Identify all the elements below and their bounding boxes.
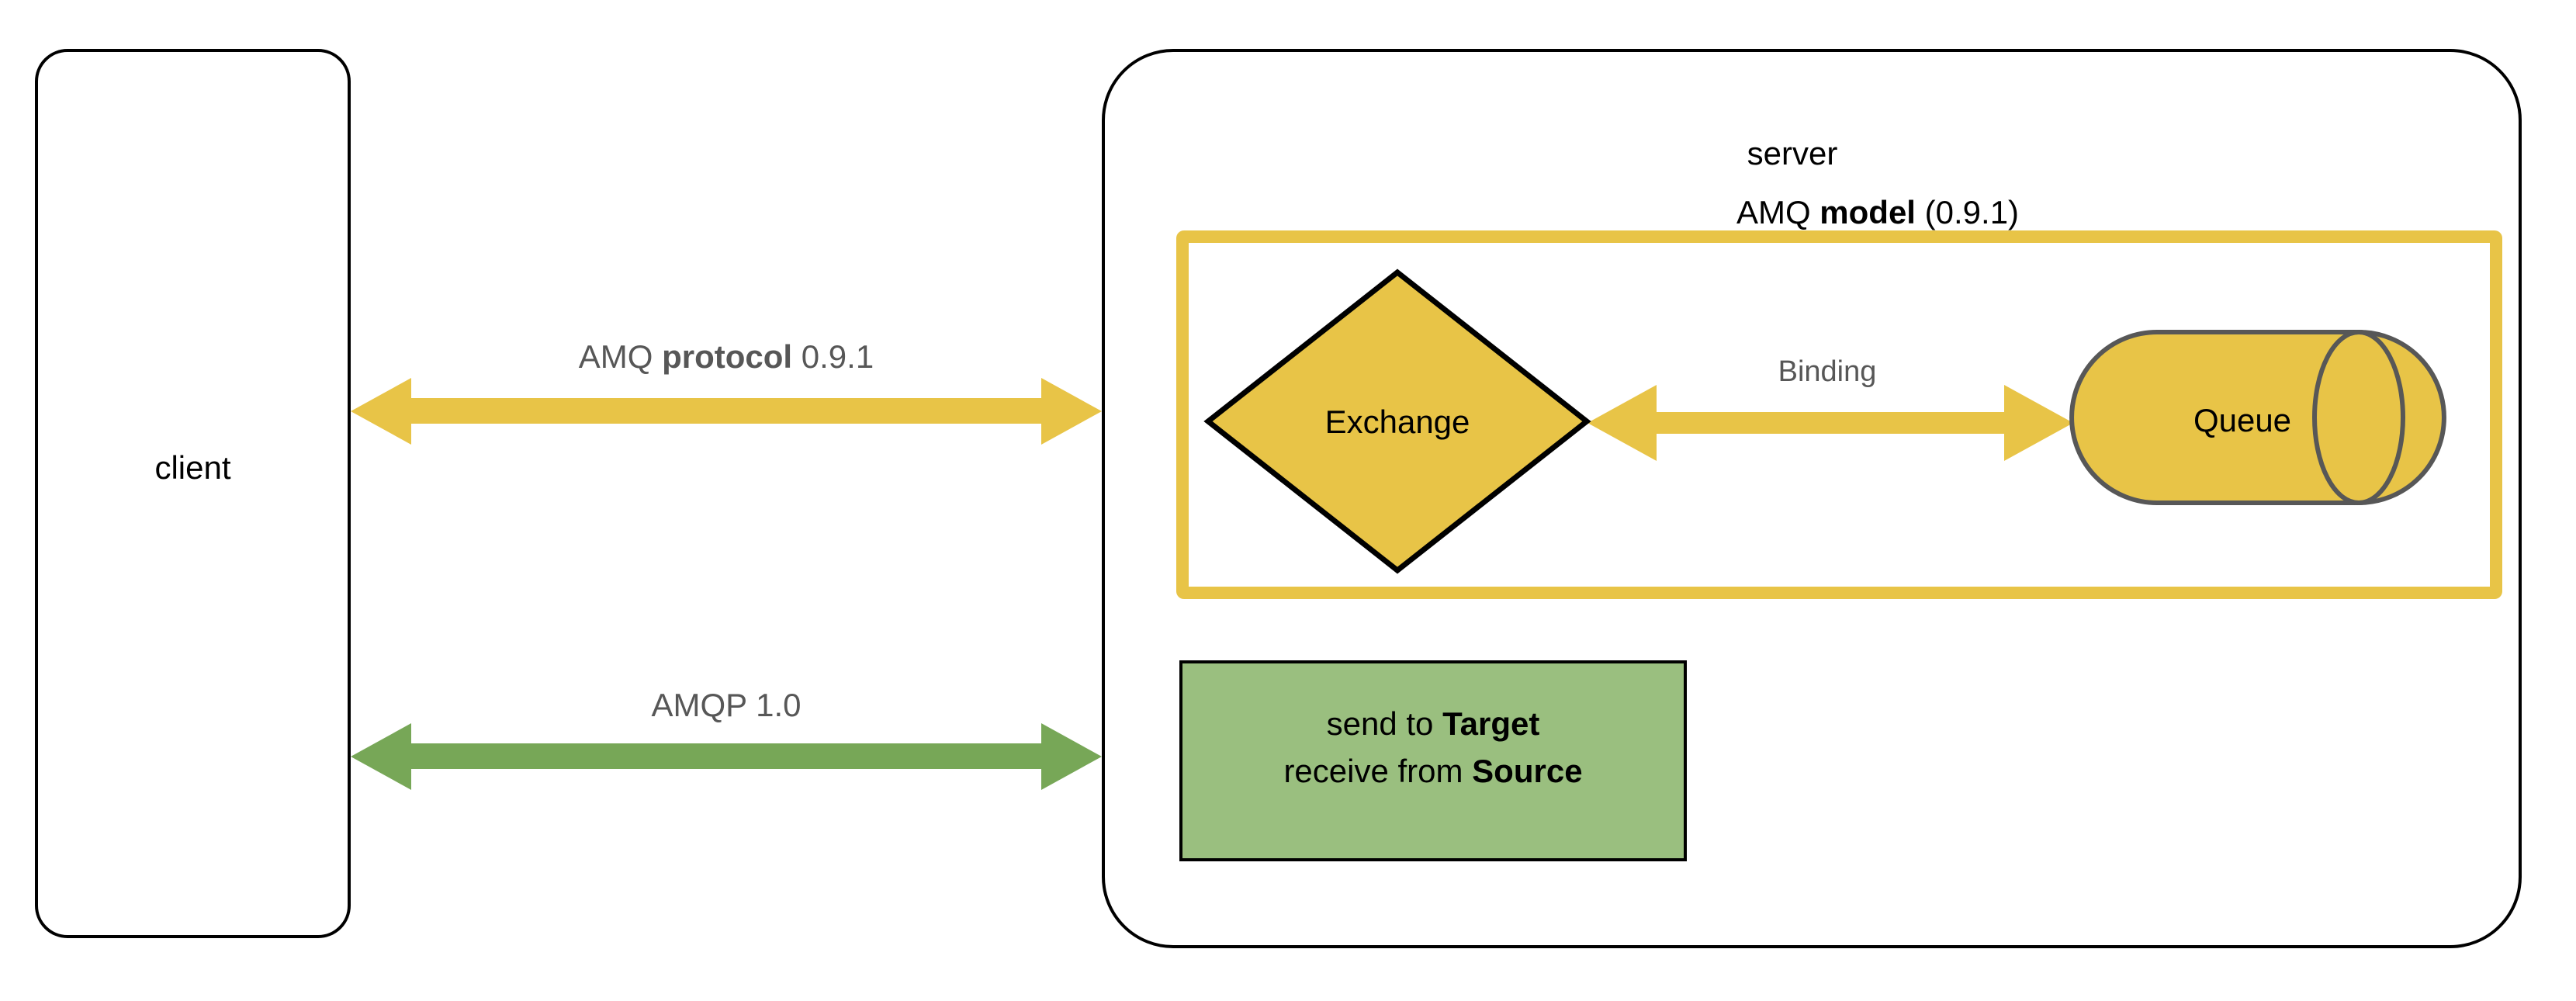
binding-arrow-head-right xyxy=(2004,385,2073,461)
amq-model-label-prefix: AMQ xyxy=(1736,194,1820,230)
amq-protocol-label-bold: protocol xyxy=(662,338,793,375)
binding-arrow-shaft xyxy=(1653,412,2041,434)
amq-model-label-bold: model xyxy=(1819,194,1916,230)
binding-label: Binding xyxy=(1778,355,1877,388)
client-container xyxy=(35,49,351,938)
amqp-10-arrow-head-right xyxy=(1041,723,1102,790)
amqp-10-arrow-head-left xyxy=(351,723,411,790)
amqp-10-semantics-line-1: send to Target xyxy=(1179,701,1687,748)
client-label: client xyxy=(154,449,231,486)
amq-protocol-label-prefix: AMQ xyxy=(578,338,663,375)
amq-model-frame xyxy=(1176,230,2502,599)
amqp-10-semantics-line-2-prefix: receive from xyxy=(1283,752,1473,789)
amq-protocol-arrow-head-right xyxy=(1041,378,1102,445)
amqp-10-label: AMQP 1.0 xyxy=(651,687,802,723)
server-label: server xyxy=(1747,135,1838,171)
amq-protocol-arrow-shaft xyxy=(410,398,1043,424)
amq-protocol-arrow-head-left xyxy=(351,378,411,445)
amqp-10-semantics-line-2-bold: Source xyxy=(1472,752,1583,789)
amq-protocol-arrow xyxy=(351,378,1102,445)
amqp-10-arrow-shaft xyxy=(410,743,1043,769)
amq-model-label-suffix: (0.9.1) xyxy=(1915,194,2020,230)
binding-arrow xyxy=(1587,385,2073,461)
amqp-10-semantics-text: send to Target receive from Source xyxy=(1179,701,1687,795)
amq-protocol-label-suffix: 0.9.1 xyxy=(792,338,874,375)
exchange-diamond xyxy=(1203,268,1591,574)
exchange-label: Exchange xyxy=(1324,404,1470,440)
amqp-10-semantics-line-2: receive from Source xyxy=(1179,748,1687,795)
amqp-10-semantics-box xyxy=(1179,660,1687,861)
amq-protocol-label: AMQ protocol 0.9.1 xyxy=(493,338,959,376)
amqp-10-semantics-line-1-prefix: send to xyxy=(1326,705,1443,742)
amqp-10-semantics-line-1-bold: Target xyxy=(1442,705,1540,742)
queue-label: Queue xyxy=(2193,402,2292,438)
queue-cylinder xyxy=(2069,330,2446,505)
queue-cylinder-cap xyxy=(2312,330,2405,505)
amq-model-label: AMQ model (0.9.1) xyxy=(1598,194,2157,231)
amqp-10-arrow xyxy=(351,723,1102,790)
binding-arrow-head-left xyxy=(1587,385,1657,461)
